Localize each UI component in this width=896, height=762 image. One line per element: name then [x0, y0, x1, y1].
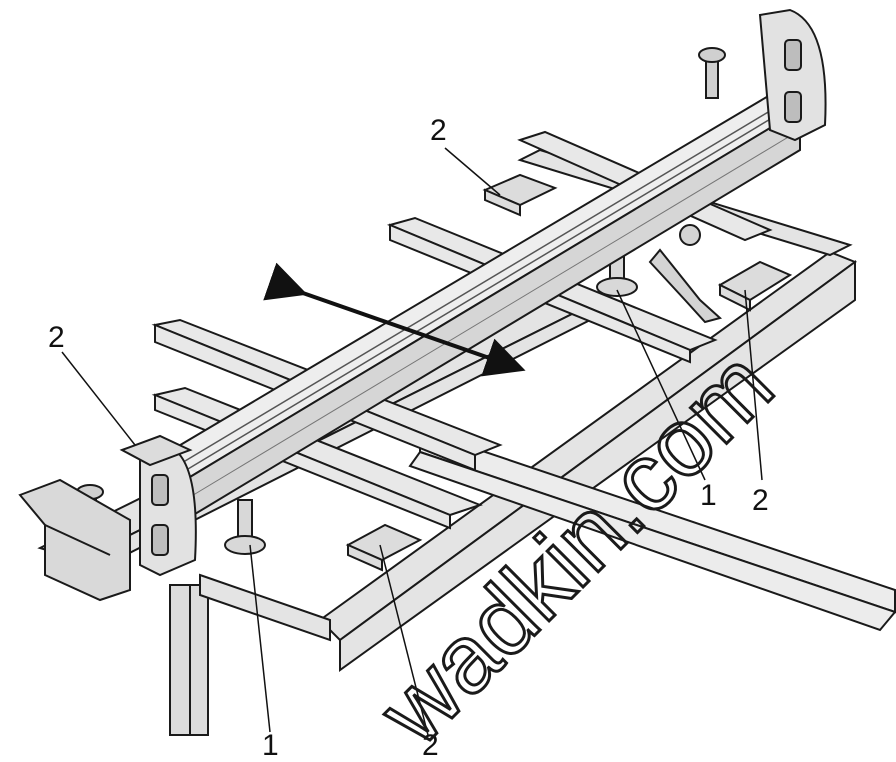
callout-2-left: 2 — [48, 321, 65, 354]
callout-2-right: 2 — [752, 484, 769, 517]
extension-rail — [408, 428, 896, 632]
clamp-knob-right — [698, 47, 726, 99]
callout-2-top: 2 — [430, 114, 447, 147]
movement-arrow — [263, 262, 526, 377]
mounting-plate-bottom — [345, 523, 423, 572]
leader-lines — [61, 147, 763, 736]
mounting-plate-right — [717, 260, 793, 312]
left-clamp-housing — [18, 478, 131, 602]
support-leg — [169, 584, 209, 736]
callout-2-bottom: 2 — [422, 729, 439, 762]
callout-1-bottom: 1 — [262, 729, 279, 762]
fence-end-stop-right — [758, 8, 827, 142]
height-stand-left — [224, 499, 266, 555]
callout-1-right: 1 — [700, 479, 717, 512]
crank-handle — [648, 224, 723, 324]
fence-end-stop-left — [139, 448, 197, 577]
mounting-plate-top — [482, 173, 558, 217]
mounting-plate-left — [119, 434, 193, 467]
